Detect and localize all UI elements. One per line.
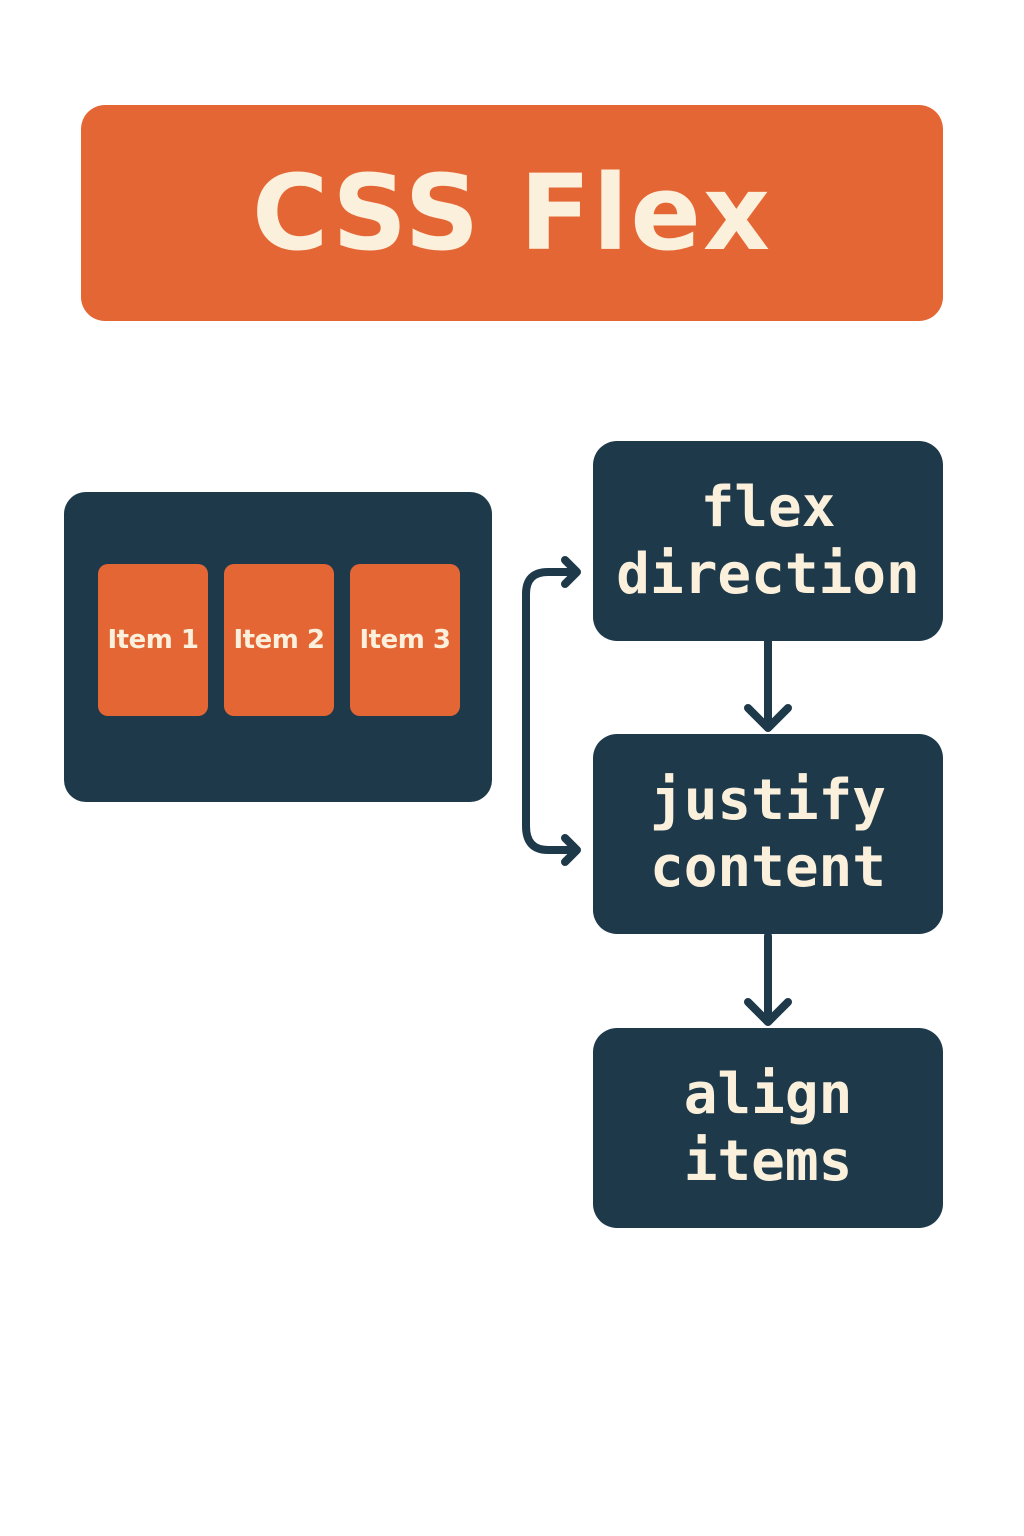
arrowhead-down-2 [744, 998, 792, 1026]
flex-item-label: Item 2 [233, 625, 325, 655]
arrowhead-down-1 [744, 704, 792, 732]
property-flex-direction: flex direction [593, 441, 943, 641]
flex-item-1: Item 1 [98, 564, 208, 716]
property-justify-content: justify content [593, 734, 943, 934]
property-label-line1: align [683, 1061, 853, 1127]
title-banner: CSS Flex [81, 105, 943, 321]
page-title: CSS Flex [252, 152, 772, 274]
bracket-connector [522, 568, 579, 854]
flex-item-label: Item 3 [359, 625, 451, 655]
flex-item-label: Item 1 [107, 625, 199, 655]
property-label-line2: content [649, 835, 886, 900]
property-align-items: align items [593, 1028, 943, 1228]
property-label-line1: justify [649, 767, 886, 833]
flex-item-3: Item 3 [350, 564, 460, 716]
property-label-line2: items [683, 1129, 853, 1194]
property-label-line2: direction [616, 542, 920, 607]
arrowhead-to-flex-direction [561, 556, 581, 588]
property-label-line1: flex [700, 474, 836, 540]
flex-container: Item 1 Item 2 Item 3 [64, 492, 492, 802]
flex-item-2: Item 2 [224, 564, 334, 716]
arrowhead-to-justify-content [561, 834, 581, 866]
